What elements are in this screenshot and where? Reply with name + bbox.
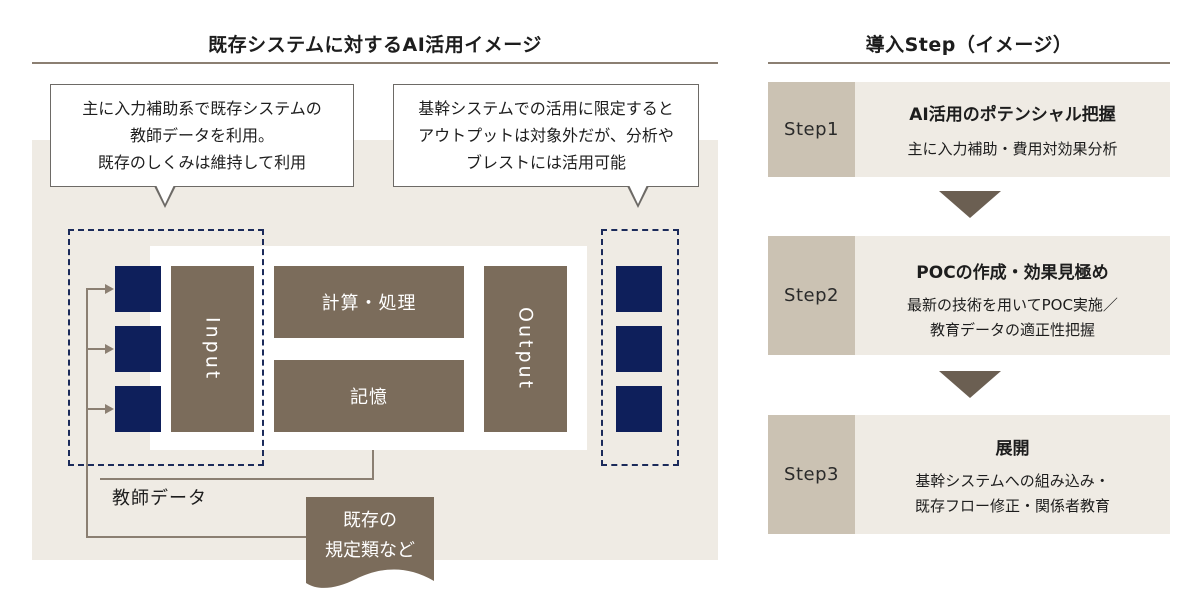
step-1-desc-line-1: 主に入力補助・費用対効果分析: [907, 140, 1118, 158]
callout-right-tail-fill: [629, 185, 647, 204]
step-3-desc-line-1: 基幹システムへの組み込み・: [915, 472, 1110, 490]
output-block-1: [616, 266, 662, 312]
rules-document-text: 既存の 規定類など: [306, 506, 434, 566]
callout-right-line-3: ブレストには活用可能: [465, 153, 626, 172]
step-2-label: Step2: [768, 236, 855, 355]
output-label: Output: [514, 307, 537, 391]
step-arrow-2: [939, 371, 1001, 398]
arrow-head-3: [105, 404, 114, 414]
arrow-head-2: [105, 344, 114, 354]
output-group-dashed: [601, 229, 679, 466]
right-title-rule: [768, 62, 1170, 64]
memory-line-down: [372, 450, 374, 480]
rules-document-shape: [306, 497, 434, 588]
input-label: Input: [201, 316, 224, 382]
callout-left-line-1: 主に入力補助系で既存システムの: [82, 99, 322, 118]
callout-left-tail-fill: [156, 185, 174, 204]
input-block-1: [115, 266, 161, 312]
input-group-dashed: [68, 229, 264, 466]
memory-label: 記憶: [350, 387, 388, 408]
step-1-content: AI活用のポテンシャル把握 主に入力補助・費用対効果分析: [855, 100, 1170, 162]
step-3-title: 展開: [995, 439, 1030, 459]
arrow-line-1: [86, 288, 106, 290]
step-3-content: 展開 基幹システムへの組み込み・ 既存フロー修正・関係者教育: [855, 434, 1170, 519]
feedback-line-bottom: [86, 536, 308, 538]
output-block-2: [616, 326, 662, 372]
step-1-label: Step1: [768, 82, 855, 177]
step-1-desc: 主に入力補助・費用対効果分析: [855, 137, 1170, 162]
step-2-content: POCの作成・効果見極め 最新の技術を用いてPOC実施／ 教育データの適正性把握: [855, 258, 1170, 343]
input-block-2: [115, 326, 161, 372]
callout-left-line-2: 教師データを利用。: [129, 126, 274, 145]
step-2-desc-line-1: 最新の技術を用いてPOC実施／: [907, 296, 1118, 314]
step-3-label: Step3: [768, 415, 855, 534]
callout-right-line-1: 基幹システムでの活用に限定すると: [418, 99, 674, 118]
arrow-line-2: [86, 348, 106, 350]
memory-box: 記憶: [274, 360, 464, 432]
step-2-desc: 最新の技術を用いてPOC実施／ 教育データの適正性把握: [855, 293, 1170, 343]
step-3-desc-line-2: 既存フロー修正・関係者教育: [914, 497, 1110, 515]
callout-right-line-2: アウトプットは対象外だが、分析や: [418, 126, 674, 145]
teacher-data-label: 教師データ: [112, 488, 207, 509]
callout-right: 基幹システムでの活用に限定すると アウトプットは対象外だが、分析や ブレストには…: [393, 84, 699, 187]
step-arrow-1: [939, 191, 1001, 218]
callout-left: 主に入力補助系で既存システムの 教師データを利用。 既存のしくみは維持して利用: [50, 84, 354, 187]
arrow-line-3: [86, 408, 106, 410]
calc-box: 計算・処理: [274, 266, 464, 338]
input-box: Input: [171, 266, 254, 432]
step-2-desc-line-2: 教育データの適正性把握: [929, 321, 1095, 339]
left-title-rule: [32, 62, 718, 64]
calc-label: 計算・処理: [321, 293, 417, 314]
feedback-line-vertical: [86, 288, 88, 538]
output-block-3: [616, 386, 662, 432]
step-1-title: AI活用のポテンシャル把握: [909, 105, 1116, 125]
step-2-title: POCの作成・効果見極め: [916, 263, 1109, 283]
output-box: Output: [484, 266, 567, 432]
arrow-head-1: [105, 284, 114, 294]
callout-left-line-3: 既存のしくみは維持して利用: [97, 153, 307, 172]
left-section-title: 既存システムに対するAI活用イメージ: [208, 34, 542, 56]
rules-document-line-2: 規定類など: [325, 540, 415, 561]
step-3-desc: 基幹システムへの組み込み・ 既存フロー修正・関係者教育: [855, 469, 1170, 519]
rules-document-line-1: 既存の: [343, 510, 397, 531]
input-block-3: [115, 386, 161, 432]
right-section-title: 導入Step（イメージ）: [865, 34, 1073, 56]
memory-line-left: [100, 478, 374, 480]
